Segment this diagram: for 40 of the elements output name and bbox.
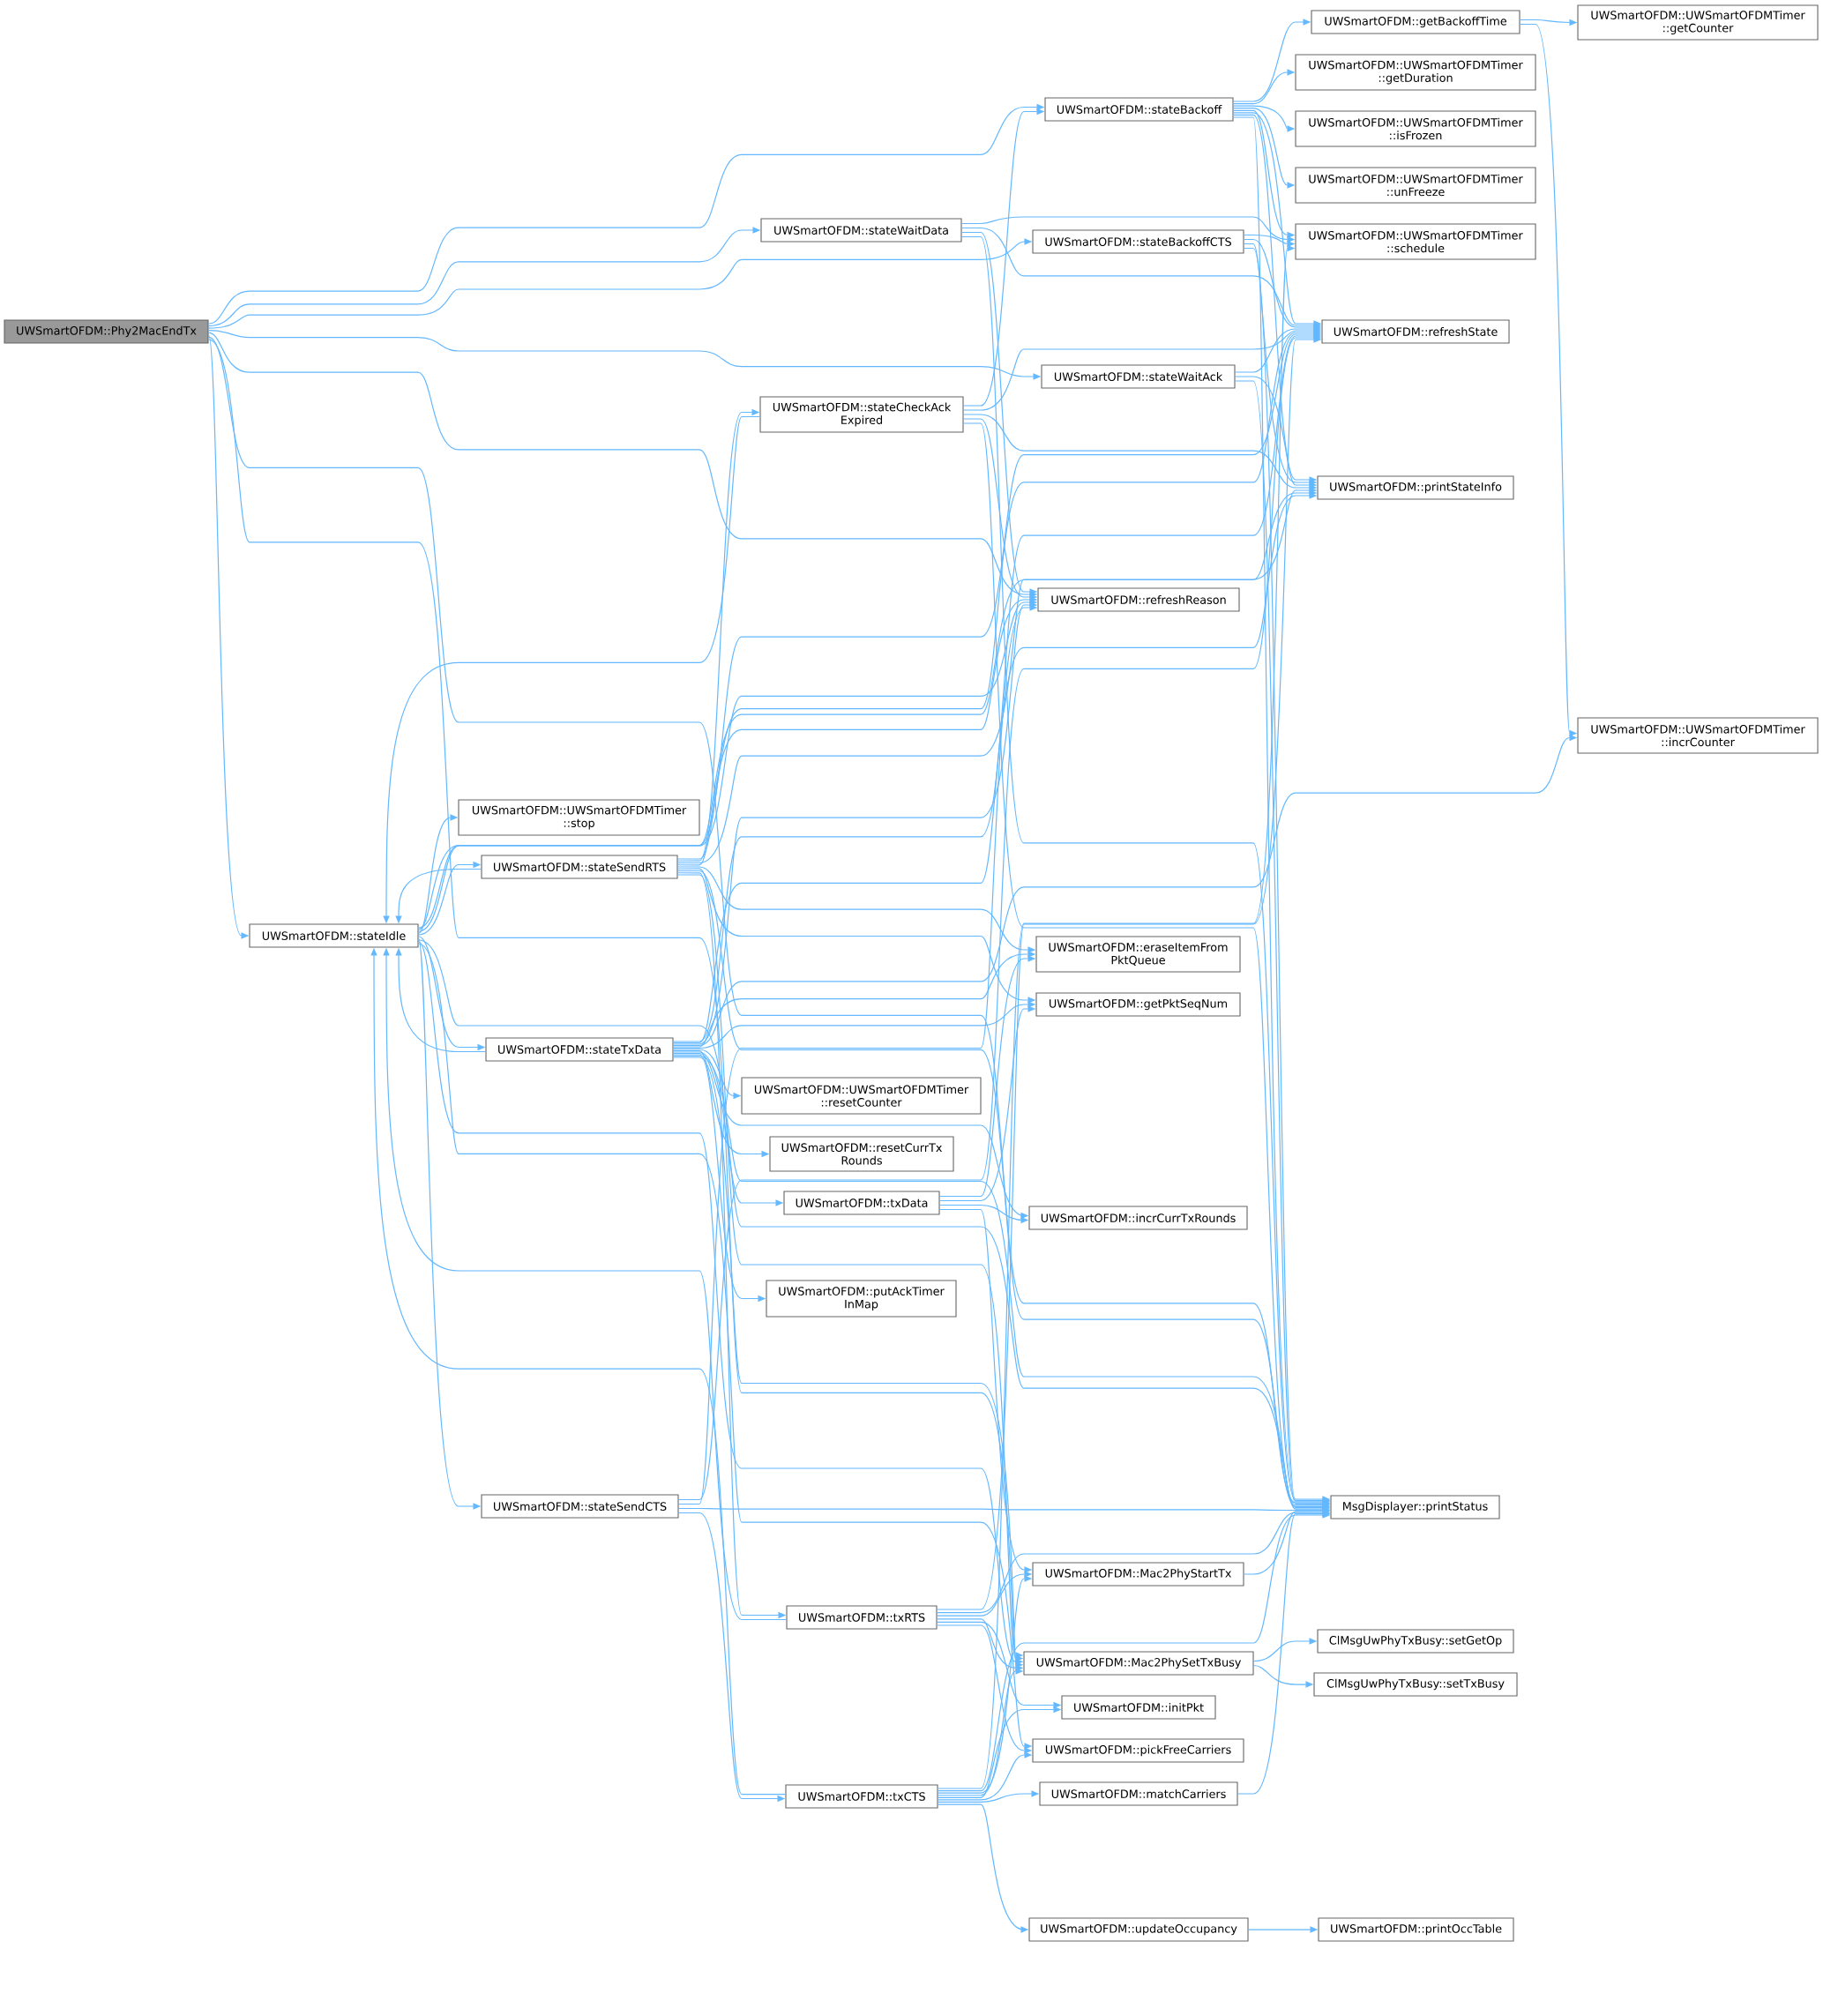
function-box: UWSmartOFDM::putAckTimer InMap bbox=[766, 1280, 957, 1318]
function-box: UWSmartOFDM::txRTS bbox=[786, 1605, 938, 1630]
function-box: UWSmartOFDM::resetCurrTx Rounds bbox=[769, 1136, 954, 1172]
function-box: UWSmartOFDM::txCTS bbox=[785, 1784, 938, 1809]
function-box: UWSmartOFDM::UWSmartOFDMTimer ::incrCounter bbox=[1577, 717, 1819, 754]
function-box: MsgDisplayer::printStatus bbox=[1330, 1495, 1500, 1519]
function-box: UWSmartOFDM::stateBackoffCTS bbox=[1032, 229, 1244, 254]
function-box: UWSmartOFDM::stateSendCTS bbox=[481, 1494, 679, 1519]
function-box: UWSmartOFDM::Mac2PhyStartTx bbox=[1032, 1562, 1244, 1587]
function-box: UWSmartOFDM::pickFreeCarriers bbox=[1032, 1738, 1244, 1763]
function-box: UWSmartOFDM::UWSmartOFDMTimer ::schedule bbox=[1295, 223, 1536, 260]
function-box: UWSmartOFDM::stateWaitData bbox=[760, 218, 962, 243]
function-box: UWSmartOFDM::Phy2MacEndTx bbox=[4, 319, 209, 344]
function-box: UWSmartOFDM::stateSendRTS bbox=[481, 855, 678, 879]
function-box: UWSmartOFDM::Mac2PhySetTxBusy bbox=[1023, 1651, 1254, 1676]
function-box: UWSmartOFDM::txData bbox=[783, 1191, 940, 1215]
function-box: UWSmartOFDM::getBackoffTime bbox=[1311, 10, 1520, 34]
function-box: UWSmartOFDM::initPkt bbox=[1061, 1695, 1216, 1720]
function-box: UWSmartOFDM::updateOccupancy bbox=[1028, 1917, 1249, 1942]
function-box: UWSmartOFDM::stateCheckAck Expired bbox=[759, 396, 964, 433]
function-box: UWSmartOFDM::UWSmartOFDMTimer ::resetCounter bbox=[741, 1077, 982, 1115]
function-box: UWSmartOFDM::UWSmartOFDMTimer ::stop bbox=[458, 799, 700, 836]
function-box: UWSmartOFDM::stateTxData bbox=[485, 1037, 674, 1062]
function-box: UWSmartOFDM::incrCurrTxRounds bbox=[1028, 1206, 1248, 1230]
function-box: UWSmartOFDM::UWSmartOFDMTimer ::isFrozen bbox=[1295, 110, 1536, 147]
function-box: UWSmartOFDM::UWSmartOFDMTimer ::unFreeze bbox=[1295, 167, 1536, 204]
function-box: UWSmartOFDM::refreshState bbox=[1321, 319, 1510, 344]
function-box: UWSmartOFDM::refreshReason bbox=[1037, 587, 1240, 612]
function-box: UWSmartOFDM::stateIdle bbox=[249, 923, 419, 948]
function-box: ClMsgUwPhyTxBusy::setGetOp bbox=[1317, 1629, 1514, 1654]
function-box: UWSmartOFDM::UWSmartOFDMTimer ::getCounter bbox=[1577, 4, 1819, 41]
function-box: UWSmartOFDM::stateWaitAck bbox=[1041, 364, 1236, 389]
function-box: UWSmartOFDM::printStateInfo bbox=[1317, 475, 1514, 500]
function-box: UWSmartOFDM::getPktSeqNum bbox=[1035, 992, 1241, 1017]
function-box: UWSmartOFDM::UWSmartOFDMTimer ::getDuration bbox=[1295, 54, 1536, 91]
function-box: ClMsgUwPhyTxBusy::setTxBusy bbox=[1313, 1672, 1518, 1697]
function-box: UWSmartOFDM::stateBackoff bbox=[1044, 97, 1234, 122]
function-box: UWSmartOFDM::matchCarriers bbox=[1039, 1781, 1238, 1806]
function-box: UWSmartOFDM::eraseItemFrom PktQueue bbox=[1035, 936, 1241, 973]
function-box: UWSmartOFDM::printOccTable bbox=[1318, 1917, 1514, 1942]
